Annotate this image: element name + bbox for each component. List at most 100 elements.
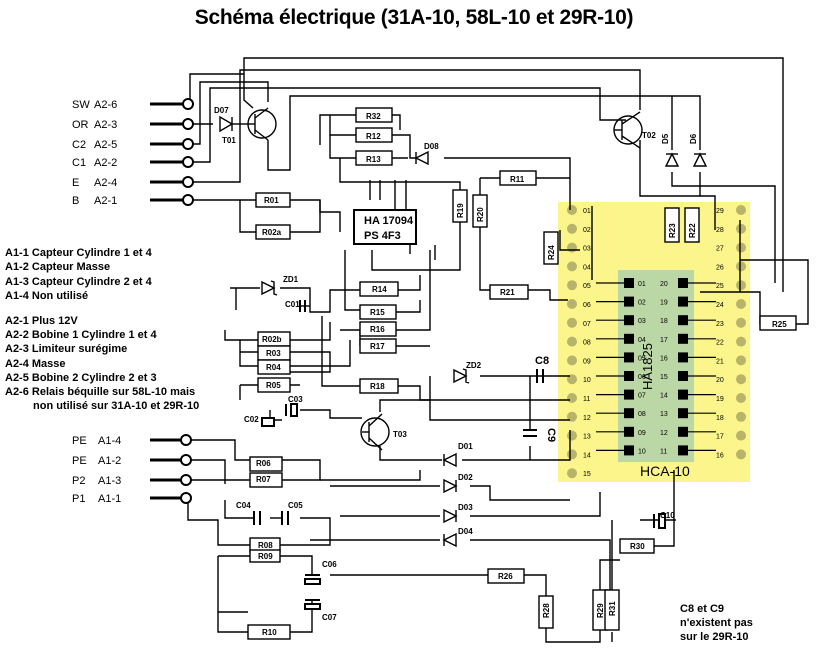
t01-transistor: [247, 107, 277, 141]
svg-text:R21: R21: [500, 288, 515, 297]
d03-diode: [443, 508, 458, 524]
board-pin: [736, 299, 746, 309]
board-pin-label: 01: [583, 208, 591, 215]
chip-pin: [678, 408, 688, 419]
resistors: [247, 107, 797, 640]
board-pin-label: 16: [716, 452, 724, 459]
board-pin: [736, 355, 746, 366]
svg-text:T02: T02: [642, 131, 656, 140]
board-pin-label: 29: [716, 208, 724, 215]
r07: [249, 472, 283, 488]
svg-text:D5: D5: [661, 133, 670, 144]
c04-capacitor: [253, 511, 261, 525]
svg-text:R18: R18: [370, 382, 385, 391]
zd2-zener: [453, 368, 470, 384]
connector-name: P1: [72, 493, 85, 505]
t02-transistor: [613, 111, 643, 149]
board-pin-label: 15: [583, 471, 591, 478]
d04-diode: [442, 532, 457, 548]
legend-item: A2-6 Relais béquille sur 58L-10 mais: [5, 386, 196, 399]
board-pin-label: 18: [716, 415, 724, 422]
svg-text:C05: C05: [288, 501, 303, 510]
connector-pin: A2-2: [94, 157, 117, 169]
chip-pin-label: 14: [660, 393, 668, 400]
board-pin-label: 03: [583, 246, 591, 253]
r30: [619, 538, 655, 554]
r24: [543, 231, 559, 265]
r13: [355, 150, 393, 166]
board-pin-label: 08: [583, 340, 591, 347]
chip-pin: [678, 333, 688, 344]
chip-pin-label: 06: [638, 374, 646, 381]
svg-text:R14: R14: [372, 285, 387, 294]
legend-item: A2-2 Bobine 1 Cylindre 1 et 4: [5, 329, 157, 342]
board-pin-label: 26: [716, 264, 724, 271]
diagram-title: Schéma électrique (31A-10, 58L-10 et 29R…: [194, 6, 634, 29]
chip-pin: [678, 426, 688, 437]
zd1-zener: [261, 280, 278, 296]
board-pin: [736, 223, 746, 234]
d5-diode: [664, 152, 680, 167]
d01-diode: [442, 452, 457, 468]
chip-pin: [678, 371, 688, 381]
chip-pin-label: 01: [638, 281, 646, 288]
board-pin: [736, 374, 746, 385]
chip-pin-label: 10: [638, 448, 646, 455]
chip-pin-label: 03: [638, 318, 646, 325]
board-pin-label: 23: [716, 321, 724, 328]
capacitor-note: C8 et C9 n'existent pas sur le 29R-10: [680, 603, 753, 643]
c9-capacitor: [523, 429, 537, 437]
chip-pin-label: 11: [660, 448, 667, 455]
svg-text:R03: R03: [266, 349, 281, 358]
chip-pin: [624, 278, 634, 288]
r01: [255, 192, 291, 208]
r05: [257, 377, 291, 393]
chip-pin: [624, 408, 634, 419]
connector-pin: A1-4: [98, 435, 121, 447]
d08-diode: [414, 150, 429, 166]
capacitors: [253, 300, 666, 610]
legend-item: A2-5 Bobine 2 Cylindre 2 et 3: [5, 371, 157, 384]
r22: [684, 207, 700, 243]
board-pin: [567, 299, 577, 309]
board-pin: [736, 393, 746, 403]
svg-text:C02: C02: [244, 415, 259, 424]
d02-diode: [443, 478, 458, 494]
board-pin-label: 12: [583, 415, 591, 422]
svg-text:T03: T03: [393, 430, 407, 439]
board-pin-label: 22: [716, 340, 724, 347]
board-pin: [567, 223, 577, 234]
chip-pin: [678, 352, 688, 363]
r02a: [255, 224, 291, 240]
chip-pin: [678, 389, 688, 400]
chip-pin-label: 08: [638, 411, 646, 418]
legend-item: A1-2 Capteur Masse: [5, 261, 111, 274]
c10-capacitor: [653, 513, 666, 529]
diodes: [219, 115, 708, 548]
r18: [359, 378, 399, 394]
r23: [664, 207, 680, 243]
connector-name: E: [72, 177, 79, 189]
board-pin-label: 09: [583, 358, 591, 365]
chip-pin-label: 07: [638, 393, 646, 400]
wires: [187, 57, 809, 643]
svg-text:C03: C03: [288, 395, 303, 404]
c01-capacitor: [299, 300, 306, 312]
legend-a2: A2-1 Plus 12V A2-2 Bobine 1 Cylindre 1 e…: [5, 314, 199, 413]
r25: [759, 315, 797, 331]
board-pin: [736, 411, 746, 422]
board-pin: [567, 430, 577, 441]
connector-name: PE: [72, 455, 87, 467]
svg-text:R08: R08: [258, 541, 273, 550]
svg-text:C06: C06: [322, 560, 337, 569]
svg-text:R10: R10: [262, 628, 277, 637]
svg-text:R11: R11: [510, 175, 525, 184]
chip-pin: [624, 333, 634, 344]
board-pin: [567, 336, 577, 347]
board-pin: [567, 317, 577, 328]
svg-text:ZD2: ZD2: [466, 361, 482, 370]
